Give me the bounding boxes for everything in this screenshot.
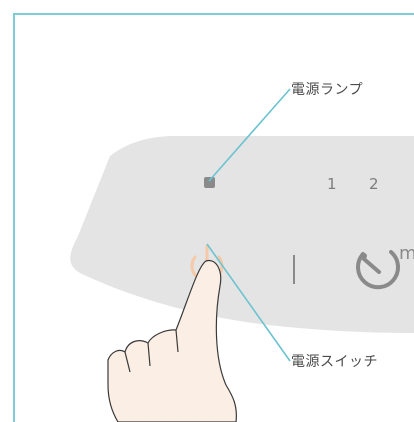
- power-switch-label: 電源スイッチ: [291, 354, 378, 370]
- timer-number-2: 2: [369, 175, 379, 193]
- callout-line-switch: [206, 243, 291, 362]
- callout-line-lamp: [208, 88, 291, 182]
- timer-unit-label: m: [399, 243, 414, 264]
- pointing-hand-icon: [107, 259, 237, 422]
- timer-icon[interactable]: [356, 250, 400, 290]
- power-lamp-label: 電源ランプ: [291, 82, 364, 98]
- control-panel: [70, 136, 414, 333]
- timer-icon-dot: [361, 253, 367, 259]
- timer-number-1: 1: [327, 175, 337, 193]
- power-lamp-indicator: [204, 177, 215, 188]
- frame-border: [13, 13, 414, 422]
